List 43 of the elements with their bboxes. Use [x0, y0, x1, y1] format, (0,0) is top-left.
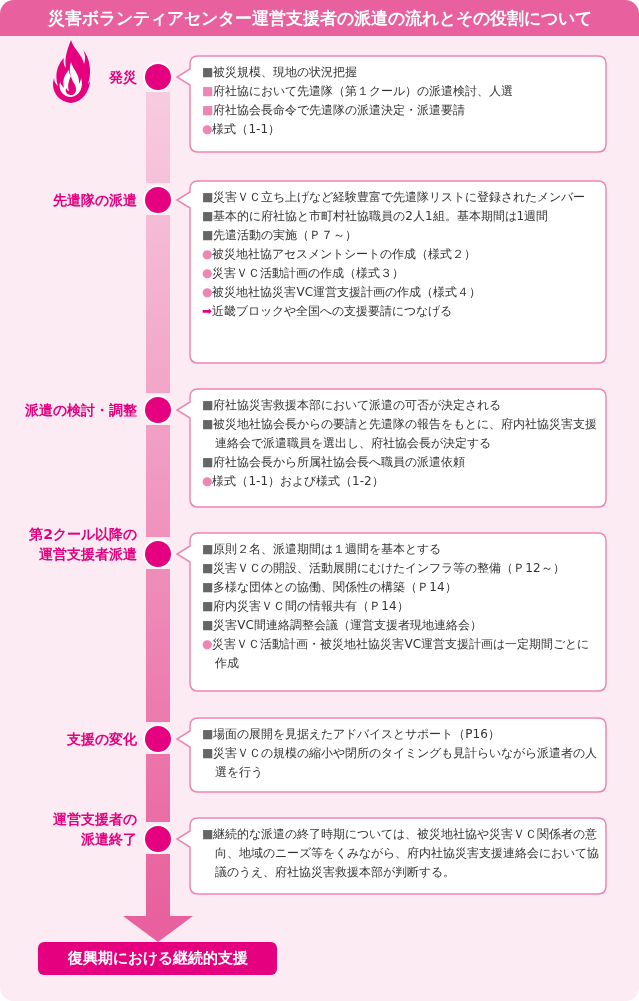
bullet-text: ●災害ＶＣ活動計画・被災地社協災害VC運営支援計画は一定期間ごとに作成 — [202, 636, 591, 672]
speech-bubble-box — [176, 388, 607, 508]
bullet-text: ■府社協において先遣隊（第１クール）の派遣検討、人選 — [202, 83, 515, 100]
bullet-text: ■先遣活動の実施（Ｐ７～） — [202, 227, 359, 244]
stage-label: 支援の変化 — [66, 730, 137, 749]
bullet-text: ●被災地社協災害VC運営支援計画の作成（様式４） — [202, 284, 483, 301]
timeline-bar — [146, 754, 170, 822]
bullet-text: ■継続的な派遣の終了時期については、被災地社協や災害ＶＣ関係者の意向、地域のニーズ等をくみながら、府内社協災害支援連絡会において協議のうえ、府社協災害救援本部が判断する。 — [202, 826, 599, 881]
bullet-text: ■災害ＶＣの規模の縮小や閉所のタイミングも見計らいながら派遣者の人選を行う — [202, 745, 599, 781]
bullet-text: ■被災規模、現地の状況把握 — [202, 64, 359, 81]
bullet-text: ■府内災害ＶＣ間の情報共有（Ｐ14） — [202, 598, 410, 615]
timeline-bar — [146, 215, 170, 393]
stage-label: 発災 — [108, 68, 137, 87]
bullet-text: ■府社協災害救援本部において派遣の可否が決定される — [202, 397, 503, 414]
stage-label: 第2クール以降の運営支援者派遣 — [28, 525, 137, 564]
bullet-text: ■場面の展開を見据えたアドバイスとサポート（P16） — [202, 726, 501, 743]
bullet-text: ■府社協会長命令で先遣隊の派遣決定・派遣要請 — [202, 102, 467, 119]
stage-label: 運営支援者の派遣終了 — [52, 810, 137, 849]
bullet-text: ■原則２名、派遣期間は１週間を基本とする — [202, 541, 443, 558]
speech-bubble-box — [176, 180, 607, 364]
bullet-text: ■災害ＶＣ立ち上げなど経験豊富で先遣隊リストに登録されたメンバー — [202, 189, 587, 206]
bullet-text: ■基本的に府社協と市町村社協職員の2人1組。基本期間は1週間 — [202, 208, 550, 225]
stage-label: 派遣の検討・調整 — [24, 401, 137, 420]
bullet-text: ●様式（1-1）および様式（1-2） — [202, 473, 385, 490]
speech-bubble-box — [176, 717, 607, 793]
bullet-text: ●様式（1-1） — [202, 121, 282, 138]
timeline-bar — [146, 425, 170, 537]
goal-box: 復興期における継続的支援 — [38, 942, 277, 975]
bullet-text: ■府社協会長から所属社協会長へ職員の派遣依頼 — [202, 454, 467, 471]
speech-bubble-box — [176, 55, 607, 153]
title-banner: 災害ボランティアセンター運営支援者の派遣の流れとその役割について — [0, 0, 639, 36]
bullet-text: ■災害ＶＣの開設、活動展開にむけたインフラ等の整備（Ｐ12～） — [202, 560, 566, 577]
bullet-text: ■災害VC間連絡調整会議（運営支援者現地連絡会） — [202, 617, 483, 634]
bullet-text: ●災害ＶＣ活動計画の作成（様式３） — [202, 265, 406, 282]
speech-bubble-box — [176, 817, 607, 895]
bullet-text: ■多様な団体との協働、関係性の構築（Ｐ14） — [202, 579, 458, 596]
bullet-text: ■被災地社協会長からの要請と先遣隊の報告をもとに、府内社協災害支援連絡会で派遣職員を選出し、府社協会長が決定する — [202, 416, 599, 452]
bullet-text: ➡近畿ブロックや全国への支援要請につなげる — [202, 303, 454, 320]
stage-label: 先遣隊の派遣 — [52, 191, 137, 210]
bullet-text: ●被災地社協アセスメントシートの作成（様式２） — [202, 246, 478, 263]
timeline-bar — [146, 92, 170, 183]
timeline-bar — [146, 569, 170, 722]
speech-bubble-box — [176, 532, 607, 692]
